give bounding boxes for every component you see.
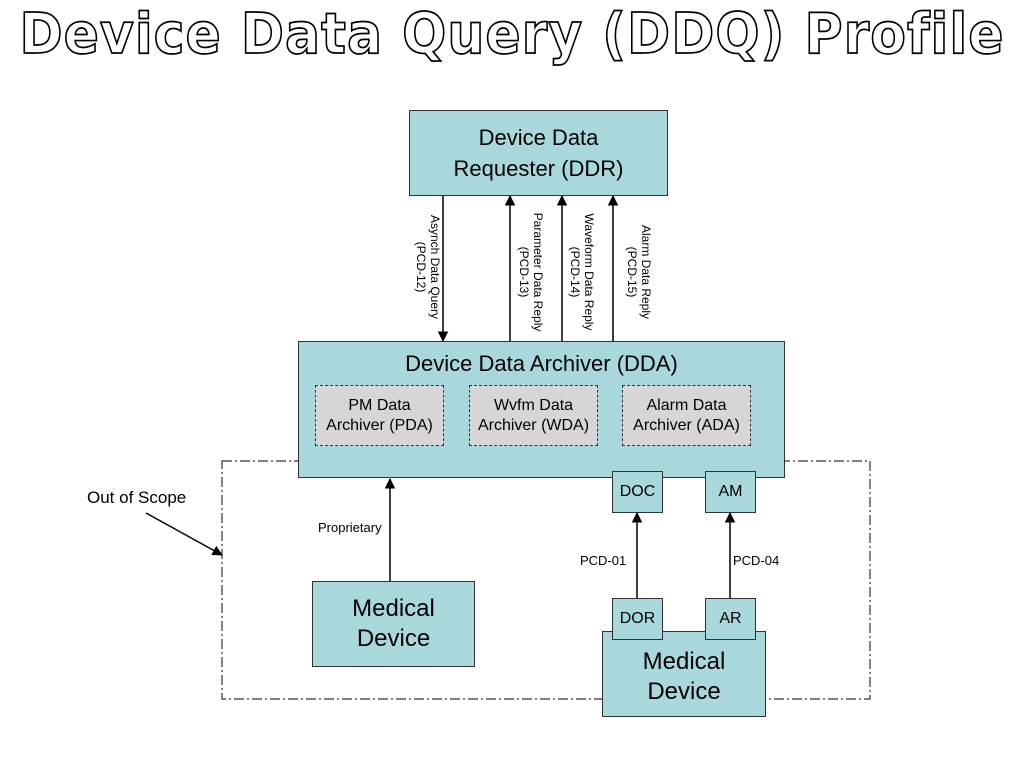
transaction-label-pcd-13: Parameter Data Reply (PCD-13) (517, 207, 545, 337)
dor-box: DOR (612, 598, 663, 640)
medical-device-right-line1: Medical (642, 648, 726, 675)
dda-title: Device Data Archiver (DDA) (405, 351, 678, 376)
medical-device-left-line1: Medical (352, 595, 435, 622)
ada-label-line1: Alarm Data (646, 396, 727, 414)
ddr-label-line2: Requester (DDR) (453, 156, 624, 181)
proprietary-label: Proprietary (318, 520, 382, 535)
ar-box: AR (705, 598, 756, 640)
transaction-label-pcd-15: Alarm Data Reply (PCD-15) (625, 213, 653, 331)
ar-label: AR (719, 610, 742, 627)
transaction-pcd-14-line2: (PCD-14) (568, 246, 582, 298)
pda-box: PM Data Archiver (PDA) (315, 385, 444, 446)
transaction-pcd-12-line1: Asynch Data Query (428, 214, 442, 320)
dor-label: DOR (619, 610, 656, 627)
pcd-04-label: PCD-04 (733, 553, 780, 568)
medical-device-right-box: Medical Device (602, 631, 766, 717)
doc-label: DOC (619, 483, 656, 500)
doc-box: DOC (612, 471, 663, 513)
transaction-pcd-15-line1: Alarm Data Reply (639, 224, 653, 320)
wda-label-line2: Archiver (WDA) (477, 416, 590, 434)
pcd-01-label: PCD-01 (580, 553, 627, 568)
wda-label-line1: Wvfm Data (493, 396, 574, 414)
transaction-pcd-13-line1: Parameter Data Reply (531, 212, 545, 332)
transaction-pcd-13-line2: (PCD-13) (517, 246, 531, 298)
transaction-pcd-15-line2: (PCD-15) (625, 246, 639, 298)
wda-box: Wvfm Data Archiver (WDA) (469, 385, 598, 446)
transaction-label-pcd-14: Waveform Data Reply (PCD-14) (568, 207, 596, 337)
medical-device-left-box: Medical Device (312, 581, 475, 667)
pda-label-line2: Archiver (PDA) (326, 416, 433, 434)
out-of-scope-label: Out of Scope (87, 488, 187, 507)
ddr-box: Device Data Requester (DDR) (409, 110, 668, 196)
transaction-pcd-14-line1: Waveform Data Reply (582, 213, 596, 331)
ada-box: Alarm Data Archiver (ADA) (622, 385, 751, 446)
medical-device-right-line2: Device (647, 678, 721, 705)
am-label: AM (718, 483, 743, 500)
transaction-pcd-12-line2: (PCD-12) (414, 241, 428, 293)
medical-device-left-line2: Device (356, 625, 431, 652)
arrow-out-of-scope (145, 512, 223, 556)
ada-label-line2: Archiver (ADA) (633, 416, 740, 434)
ddr-label-line1: Device Data (478, 125, 599, 150)
page-title: Device Data Query (DDQ) Profile (19, 1, 1005, 68)
transaction-label-pcd-12: Asynch Data Query (PCD-12) (414, 208, 442, 326)
am-box: AM (705, 471, 756, 513)
pda-label-line1: PM Data (348, 396, 411, 414)
